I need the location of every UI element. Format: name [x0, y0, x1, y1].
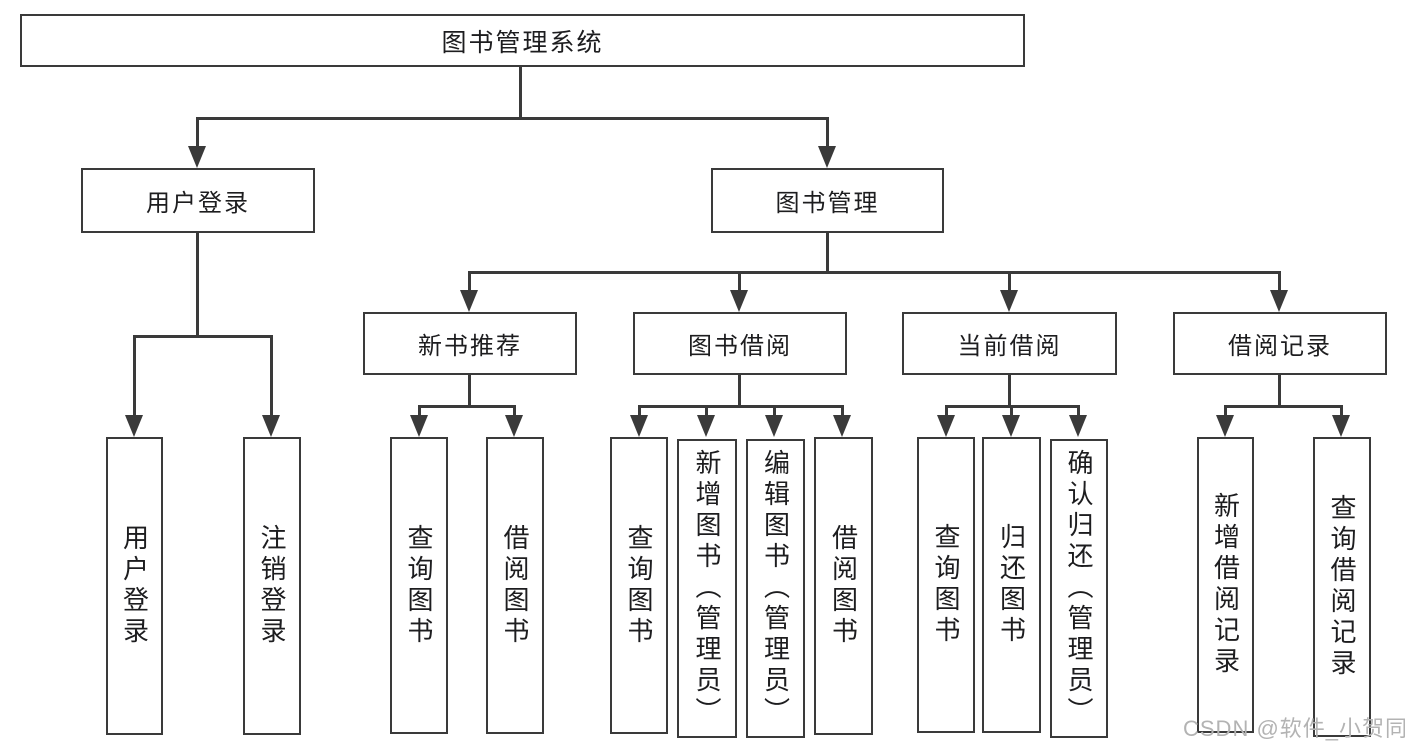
connector-new-book-stem [468, 375, 471, 405]
arrow-to-leaf-user-login [125, 415, 143, 437]
connector-to-add-borrow-record [1224, 405, 1227, 415]
leaf-logout: 注销登录 [243, 437, 301, 735]
connector-user-login-bar [133, 335, 273, 338]
node-library-system: 图书管理系统 [20, 14, 1025, 67]
arrow-to-add-borrow-record [1216, 415, 1234, 437]
connector-user-login-stem [196, 233, 199, 335]
connector-to-new-book [468, 271, 471, 290]
node-book-management-label: 图书管理 [775, 190, 880, 217]
leaf-return-books: 归还图书 [982, 437, 1041, 733]
leaf-confirm-return-admin: 确认归还（管理员） [1050, 439, 1108, 738]
leaf-user-login-label: 用户登录 [119, 524, 150, 648]
arrow-to-current-borrowing [1000, 290, 1018, 312]
node-library-system-label: 图书管理系统 [441, 28, 604, 57]
connector-to-borrowing-records [1278, 271, 1281, 290]
connector-to-book-management [826, 117, 829, 147]
connector-borrowing-records-stem [1278, 375, 1281, 405]
leaf-add-borrow-record-label: 新增借阅记录 [1210, 492, 1241, 678]
leaf-query-books-1-label: 查询图书 [404, 523, 434, 648]
connector-to-leaf-user-login [133, 335, 136, 415]
connector-to-current-borrowing [1008, 271, 1011, 290]
connector-to-borrow-books-2 [841, 405, 844, 415]
node-user-login-label: 用户登录 [146, 190, 250, 217]
arrow-to-book-borrowing [730, 290, 748, 312]
arrow-to-leaf-logout [262, 415, 280, 437]
leaf-query-books-3-label: 查询图书 [931, 523, 961, 647]
connector-book-borrowing-stem [738, 375, 741, 405]
leaf-add-book-admin: 新增图书（管理员） [677, 439, 737, 738]
node-book-management: 图书管理 [711, 168, 944, 233]
leaf-return-books-label: 归还图书 [996, 523, 1027, 647]
node-current-borrowing-label: 当前借阅 [957, 333, 1062, 360]
connector-level2-bar [196, 117, 829, 120]
connector-to-book-borrowing [738, 271, 741, 290]
leaf-edit-book-admin: 编辑图书（管理员） [746, 439, 805, 738]
node-book-borrowing-label: 图书借阅 [688, 333, 792, 360]
leaf-query-books-1: 查询图书 [390, 437, 448, 734]
connector-to-query-books-3 [945, 405, 948, 415]
arrow-to-add-book [697, 415, 715, 437]
connector-to-leaf-logout [270, 335, 273, 415]
leaf-query-borrow-record: 查询借阅记录 [1313, 437, 1371, 737]
leaf-add-book-admin-label: 新增图书（管理员） [692, 449, 722, 728]
node-user-login: 用户登录 [81, 168, 315, 233]
arrow-to-query-books-1 [410, 415, 428, 437]
connector-book-borrowing-bar [638, 405, 844, 408]
connector-borrowing-records-bar [1224, 405, 1343, 408]
connector-to-query-borrow-record [1340, 405, 1343, 415]
leaf-borrow-books-2-label: 借阅图书 [828, 524, 859, 648]
leaf-borrow-books-2: 借阅图书 [814, 437, 873, 735]
leaf-confirm-return-admin-label: 确认归还（管理员） [1064, 449, 1094, 728]
leaf-add-borrow-record: 新增借阅记录 [1197, 437, 1254, 733]
connector-level3-bar [468, 271, 1281, 274]
leaf-query-books-2-label: 查询图书 [624, 523, 654, 648]
connector-to-edit-book [773, 405, 776, 415]
csdn-watermark: CSDN @软件_小贺同学 [1183, 716, 1405, 741]
arrow-to-new-book [460, 290, 478, 312]
leaf-user-login: 用户登录 [106, 437, 163, 735]
connector-to-query-books-1 [418, 405, 421, 415]
leaf-borrow-books-1: 借阅图书 [486, 437, 544, 734]
leaf-query-books-2: 查询图书 [610, 437, 668, 734]
node-book-borrowing: 图书借阅 [633, 312, 847, 375]
connector-book-management-stem [826, 233, 829, 271]
arrow-to-book-management [818, 146, 836, 168]
connector-root-stem [519, 67, 522, 117]
arrow-to-borrow-books-1 [505, 415, 523, 437]
arrow-to-return-books [1002, 415, 1020, 437]
arrow-to-borrow-books-2 [833, 415, 851, 437]
arrow-to-query-books-2 [630, 415, 648, 437]
arrow-to-confirm-return [1069, 415, 1087, 437]
leaf-borrow-books-1-label: 借阅图书 [500, 523, 530, 648]
arrow-to-query-borrow-record [1332, 415, 1350, 437]
leaf-query-books-3: 查询图书 [917, 437, 975, 733]
node-current-borrowing: 当前借阅 [902, 312, 1117, 375]
node-new-book-recommend: 新书推荐 [363, 312, 577, 375]
connector-to-return-books [1010, 405, 1013, 415]
node-borrowing-records-label: 借阅记录 [1228, 333, 1332, 360]
connector-current-borrowing-stem [1008, 375, 1011, 405]
node-borrowing-records: 借阅记录 [1173, 312, 1387, 375]
arrow-to-query-books-3 [937, 415, 955, 437]
arrow-to-user-login [188, 146, 206, 168]
leaf-edit-book-admin-label: 编辑图书（管理员） [760, 449, 791, 728]
connector-to-borrow-books-1 [513, 405, 516, 415]
leaf-logout-label: 注销登录 [257, 524, 287, 648]
connector-new-book-bar [418, 405, 516, 408]
node-new-book-recommend-label: 新书推荐 [418, 333, 522, 360]
connector-to-query-books-2 [638, 405, 641, 415]
connector-to-add-book [705, 405, 708, 415]
arrow-to-edit-book [765, 415, 783, 437]
connector-to-confirm-return [1077, 405, 1080, 415]
connector-to-user-login [196, 117, 199, 147]
leaf-query-borrow-record-label: 查询借阅记录 [1327, 494, 1357, 680]
arrow-to-borrowing-records [1270, 290, 1288, 312]
